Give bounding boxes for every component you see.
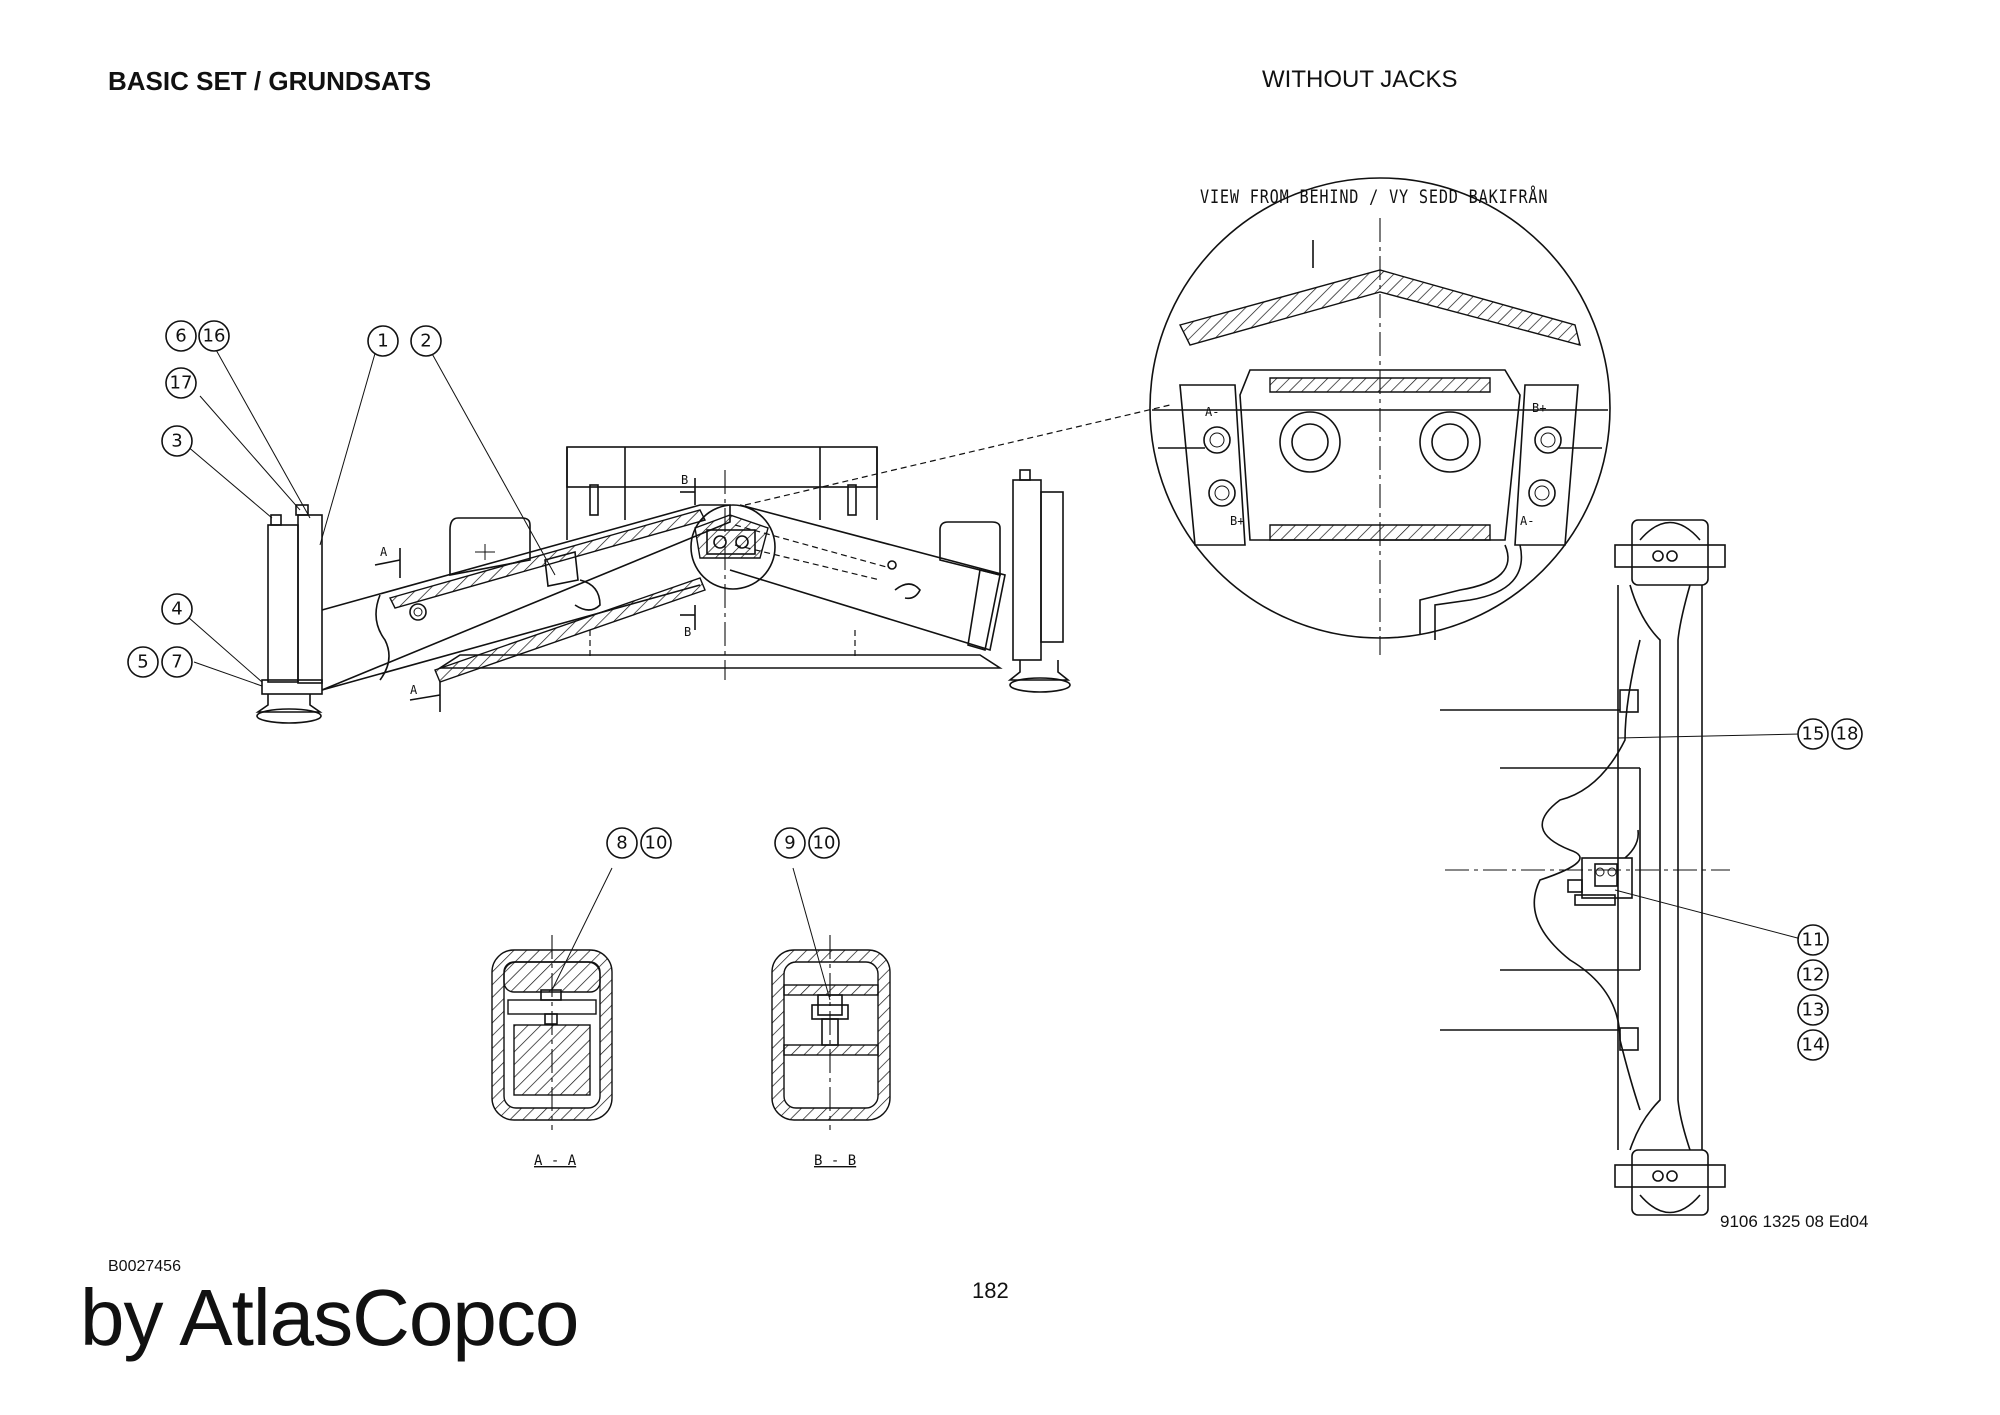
svg-text:B: B	[681, 473, 688, 487]
projection-line	[744, 404, 1171, 506]
callout: 3	[161, 425, 193, 457]
right-leg-cylinder	[1012, 479, 1042, 661]
svg-text:12: 12	[1802, 965, 1825, 986]
svg-text:B: B	[684, 625, 691, 639]
callout: 9	[774, 827, 806, 859]
callout: 5	[127, 646, 159, 678]
svg-text:B+: B+	[1532, 401, 1546, 415]
left-leg-cylinder	[267, 524, 299, 683]
left-valve-block	[1179, 384, 1246, 546]
right-boom	[729, 504, 1006, 652]
callouts: 6 16 17 3 1 2 4 5 7 8 10 9 10 15 18 11 1…	[127, 320, 1863, 1061]
section-marker-b-bottom: B	[680, 605, 696, 639]
callout: 17	[165, 367, 197, 399]
callout: 8	[606, 827, 638, 859]
svg-text:9: 9	[784, 833, 795, 854]
drawing-code: B0027456	[108, 1258, 181, 1275]
svg-text:4: 4	[171, 599, 182, 620]
hydraulic-hose	[1533, 639, 1641, 1111]
section-a-a: A - A	[491, 867, 613, 1169]
svg-text:A: A	[410, 683, 418, 697]
section-marker-b-top: B	[680, 473, 696, 505]
svg-text:3: 3	[171, 431, 182, 452]
page-number: 182	[972, 1278, 1009, 1303]
detail-view-label: VIEW FROM BEHIND / VY SEDD BAKIFRÅN	[1200, 186, 1549, 208]
end-view	[1440, 519, 1806, 1216]
callout: 12	[1797, 959, 1829, 991]
detail-circle-small	[690, 504, 776, 590]
svg-text:17: 17	[170, 373, 193, 394]
callout: 18	[1831, 718, 1863, 750]
callout: 10	[640, 827, 672, 859]
page-title: BASIC SET / GRUNDSATS	[108, 66, 432, 96]
document-number: 9106 1325 08 Ed04	[1720, 1212, 1869, 1231]
svg-text:6: 6	[175, 326, 186, 347]
callout: 11	[1797, 924, 1829, 956]
svg-text:5: 5	[137, 652, 148, 673]
svg-text:15: 15	[1802, 724, 1825, 745]
callout: 2	[410, 325, 442, 357]
section-b-b: B - B	[771, 867, 891, 1169]
svg-text:A - A: A - A	[534, 1153, 577, 1169]
callout: 15	[1797, 718, 1829, 750]
svg-text:10: 10	[645, 833, 668, 854]
right-valve-block	[1514, 384, 1579, 546]
left-pad	[449, 517, 531, 576]
right-pad	[939, 521, 1001, 577]
callout: 13	[1797, 994, 1829, 1026]
svg-text:18: 18	[1836, 724, 1859, 745]
detail-view-from-behind: A- B+ B+ A-	[1149, 177, 1611, 655]
svg-text:B+: B+	[1230, 514, 1244, 528]
svg-text:10: 10	[813, 833, 836, 854]
boom-break-line	[375, 594, 390, 681]
main-side-view: A A B B	[179, 347, 1171, 724]
svg-text:8: 8	[616, 833, 627, 854]
right-foot	[1007, 660, 1071, 681]
callout: 10	[808, 827, 840, 859]
section-marker-a-bottom: A	[409, 682, 441, 712]
svg-text:11: 11	[1802, 930, 1825, 951]
svg-text:14: 14	[1802, 1035, 1825, 1056]
variant-title: WITHOUT JACKS	[1262, 66, 1458, 93]
housing-top	[566, 446, 878, 488]
svg-text:A-: A-	[1205, 405, 1219, 419]
section-marker-a-top: A	[374, 545, 401, 578]
callout: 6	[165, 320, 197, 352]
brand-watermark: by AtlasCopco	[80, 1273, 579, 1362]
callout: 4	[161, 593, 193, 625]
svg-text:13: 13	[1802, 1000, 1825, 1021]
svg-text:16: 16	[203, 326, 226, 347]
central-block	[1239, 369, 1521, 541]
svg-text:7: 7	[171, 652, 182, 673]
left-foot	[255, 694, 323, 713]
svg-text:1: 1	[377, 331, 388, 352]
callout: 7	[161, 646, 193, 678]
svg-text:2: 2	[420, 331, 431, 352]
svg-text:B - B: B - B	[814, 1153, 856, 1169]
svg-text:A: A	[380, 545, 388, 559]
svg-text:A-: A-	[1520, 514, 1534, 528]
callout: 1	[367, 325, 399, 357]
callout: 14	[1797, 1029, 1829, 1061]
base-plate	[437, 654, 1003, 669]
callout: 16	[198, 320, 230, 352]
